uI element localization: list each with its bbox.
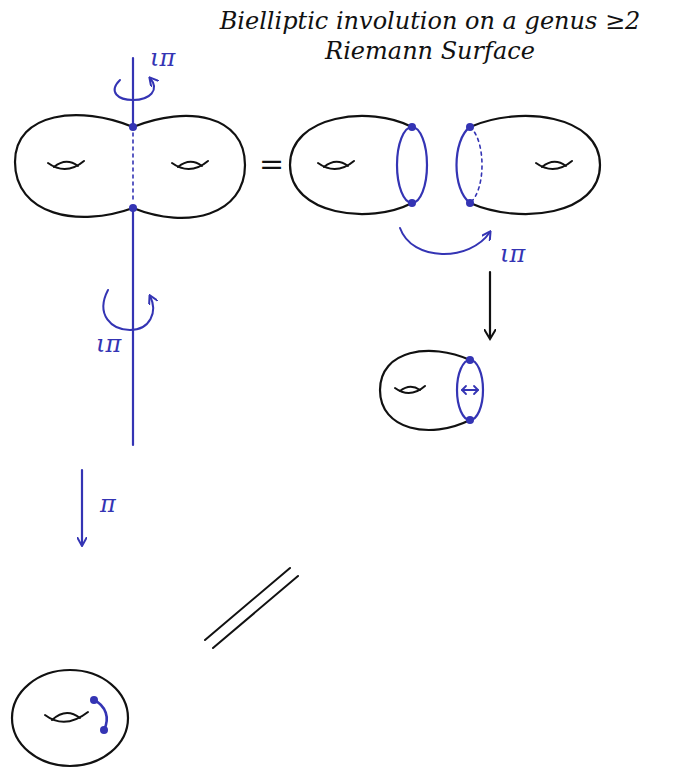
genus-two-surface [15,115,245,218]
equals-sign: = [259,146,284,181]
involution-label: ιπ [150,44,175,72]
involution-label: ιπ [500,240,525,268]
projection-label: π [100,490,116,518]
title-text: Bielliptic involution on a genus ≥2 Riem… [195,6,665,66]
involution-label: ιπ [96,330,121,358]
